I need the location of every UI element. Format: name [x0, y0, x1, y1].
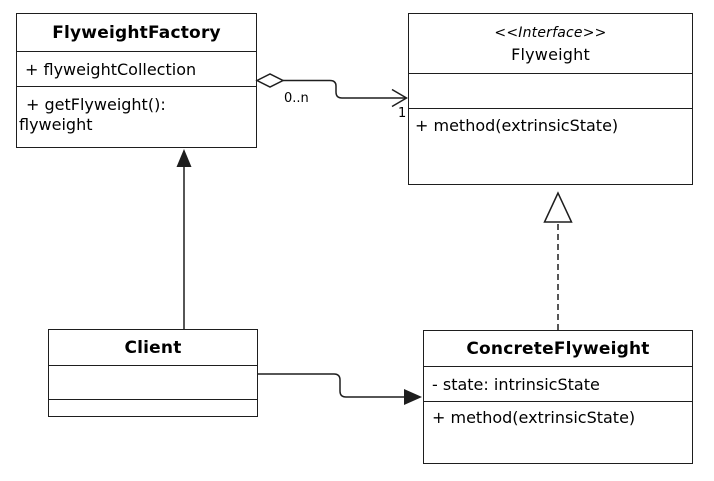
method-get-flyweight-line2: flyweight	[19, 115, 93, 134]
stereotype-interface: <<Interface>>	[494, 24, 607, 41]
class-title-client: Client	[124, 337, 182, 358]
class-title-flyweight: Flyweight	[511, 44, 590, 64]
multiplicity-label-1: 1	[398, 106, 407, 121]
multiplicity-label-0n: 0..n	[284, 91, 309, 106]
class-box-flyweight-interface[interactable]: <<Interface>> Flyweight + method(extrins…	[408, 13, 693, 185]
class-box-flyweight-factory[interactable]: FlyweightFactory + flyweightCollection +…	[16, 13, 257, 148]
attributes-section-concrete-flyweight: - state: intrinsicState	[424, 366, 692, 401]
attributes-section-flyweight-factory: + flyweightCollection	[17, 51, 256, 86]
aggregation-diamond-icon	[255, 73, 285, 88]
connector-aggregation-factory-flyweight	[255, 73, 408, 108]
attributes-section-client	[49, 365, 257, 399]
class-title-concrete-flyweight: ConcreteFlyweight	[466, 338, 650, 359]
open-arrowhead-icon	[391, 88, 408, 108]
methods-section-flyweight-factory: + getFlyweight(): flyweight	[17, 86, 256, 147]
method-concrete-method: + method(extrinsicState)	[432, 408, 636, 427]
attribute-flyweight-collection: + flyweightCollection	[25, 59, 197, 79]
class-title-flyweight-factory: FlyweightFactory	[52, 22, 221, 43]
attribute-state: - state: intrinsicState	[432, 374, 600, 394]
class-box-client[interactable]: Client	[48, 329, 258, 417]
method-get-flyweight-line1: + getFlyweight():	[26, 95, 166, 114]
hollow-triangle-arrowhead-icon	[543, 191, 573, 223]
class-box-concrete-flyweight[interactable]: ConcreteFlyweight - state: intrinsicStat…	[423, 330, 693, 464]
class-header-flyweight: <<Interface>> Flyweight	[409, 14, 692, 73]
methods-section-concrete-flyweight: + method(extrinsicState)	[424, 401, 692, 463]
method-flyweight-method: + method(extrinsicState)	[415, 116, 619, 135]
filled-arrowhead-right-icon	[404, 389, 422, 405]
methods-section-flyweight: + method(extrinsicState)	[409, 108, 692, 184]
connector-realization-concrete-flyweight	[543, 191, 573, 330]
methods-section-client	[49, 399, 257, 416]
filled-arrowhead-up-icon	[176, 149, 192, 167]
attributes-section-flyweight	[409, 73, 692, 108]
connector-client-to-concrete-flyweight	[258, 373, 422, 405]
connector-client-to-factory	[176, 149, 192, 329]
